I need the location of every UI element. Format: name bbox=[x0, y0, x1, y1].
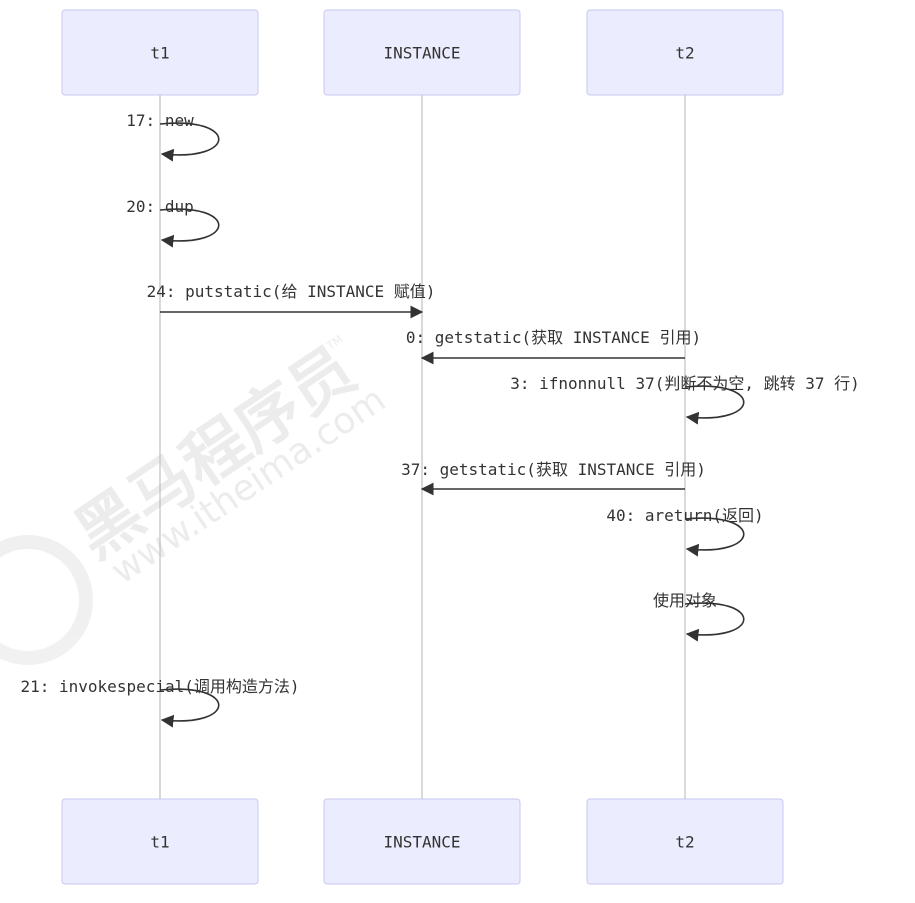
message-label: 0: getstatic(获取 INSTANCE 引用) bbox=[406, 328, 701, 347]
actor-rect bbox=[323, 9, 521, 96]
message-2: 20: dup bbox=[126, 197, 220, 248]
watermark-logo-icon bbox=[0, 535, 93, 665]
message-label: 使用对象 bbox=[653, 591, 717, 610]
message-7: 40: areturn(返回) bbox=[606, 506, 764, 557]
actor-rect bbox=[586, 9, 784, 96]
actor-rect bbox=[61, 798, 259, 885]
actor-rect bbox=[61, 9, 259, 96]
message-8: 使用对象 bbox=[653, 591, 745, 642]
message-label: 17: new bbox=[126, 111, 194, 130]
actor-label: t1 bbox=[150, 44, 169, 63]
actor-label: t2 bbox=[675, 833, 694, 852]
message-1: 17: new bbox=[126, 111, 220, 162]
message-label: 24: putstatic(给 INSTANCE 赋值) bbox=[147, 282, 436, 301]
self-loop-arrow bbox=[159, 208, 220, 248]
self-loop-arrow bbox=[684, 602, 745, 642]
actor-label: INSTANCE bbox=[383, 44, 460, 63]
message-label: 20: dup bbox=[126, 197, 193, 216]
actor-box-t1-top: t1 bbox=[61, 9, 259, 96]
message-label: 37: getstatic(获取 INSTANCE 引用) bbox=[401, 460, 706, 479]
actor-rect bbox=[586, 798, 784, 885]
lifelines bbox=[159, 95, 686, 799]
self-loop-arrow bbox=[159, 688, 220, 728]
actor-box-t2-top: t2 bbox=[586, 9, 784, 96]
actor-label: INSTANCE bbox=[383, 833, 460, 852]
watermark: 黑马程序员 TM www.itheima.com bbox=[0, 333, 393, 665]
self-loop-arrow bbox=[684, 517, 745, 557]
actor-box-instance-top: INSTANCE bbox=[323, 9, 521, 96]
message-label: 40: areturn(返回) bbox=[606, 506, 763, 525]
self-loop-arrow bbox=[684, 385, 745, 425]
message-4: 0: getstatic(获取 INSTANCE 引用) bbox=[406, 328, 701, 365]
actor-box-t2-bottom: t2 bbox=[586, 798, 784, 885]
message-3: 24: putstatic(给 INSTANCE 赋值) bbox=[147, 282, 436, 319]
message-label: 21: invokespecial(调用构造方法) bbox=[20, 677, 299, 696]
self-loop-arrow bbox=[159, 122, 220, 162]
actor-box-instance-bottom: INSTANCE bbox=[323, 798, 521, 885]
actor-rect bbox=[323, 798, 521, 885]
actor-label: t1 bbox=[150, 833, 169, 852]
message-6: 37: getstatic(获取 INSTANCE 引用) bbox=[401, 460, 706, 496]
actor-label: t2 bbox=[675, 44, 694, 63]
message-9: 21: invokespecial(调用构造方法) bbox=[20, 677, 300, 728]
message-label: 3: ifnonnull 37(判断不为空, 跳转 37 行) bbox=[510, 374, 860, 393]
messages: 17: new 20: dup 24: putstatic(给 INSTANCE 赋… bbox=[20, 111, 860, 728]
actor-box-t1-bottom: t1 bbox=[61, 798, 259, 885]
message-5: 3: ifnonnull 37(判断不为空, 跳转 37 行) bbox=[510, 374, 860, 425]
